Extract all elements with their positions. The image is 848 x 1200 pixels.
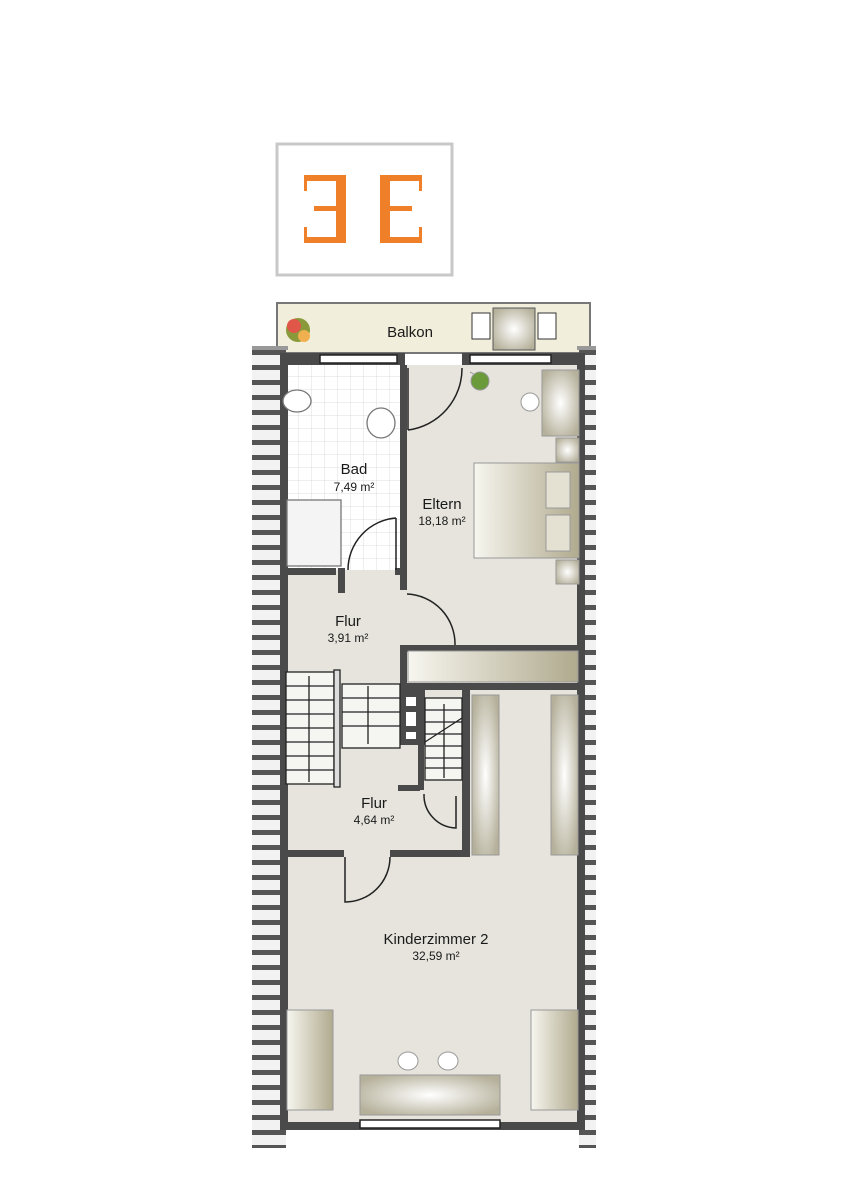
wardrobes bbox=[407, 650, 579, 856]
plant-icon bbox=[470, 371, 490, 391]
room-name-bad: Bad bbox=[341, 461, 368, 478]
doors bbox=[344, 367, 463, 903]
shower-icon bbox=[286, 499, 342, 567]
walls bbox=[280, 353, 585, 1130]
desk bbox=[541, 369, 580, 437]
bed-right bbox=[530, 1009, 579, 1111]
desk bbox=[359, 1074, 501, 1116]
desk-chair bbox=[520, 392, 540, 412]
room-name-flur-2: Flur bbox=[361, 795, 387, 812]
flower-plant-icon bbox=[286, 318, 310, 342]
window-bath bbox=[319, 354, 398, 364]
sink-icon bbox=[366, 407, 396, 439]
room-area-kinderzimmer: 32,59 m² bbox=[412, 949, 459, 963]
nightstand bbox=[555, 559, 580, 585]
windows bbox=[319, 354, 552, 1129]
room-name-eltern: Eltern bbox=[422, 496, 461, 513]
chimney-openings bbox=[406, 697, 416, 739]
kinderzimmer-furniture bbox=[286, 1009, 579, 1116]
eltern-furniture bbox=[469, 369, 580, 585]
room-name-kinderzimmer: Kinderzimmer 2 bbox=[383, 931, 488, 948]
room-area-flur-1: 3,91 m² bbox=[328, 631, 369, 645]
logo-frame bbox=[275, 142, 454, 277]
bathroom-fixtures bbox=[282, 389, 396, 567]
logo: E bbox=[275, 142, 454, 277]
chair bbox=[437, 1051, 459, 1071]
bed-left bbox=[286, 1009, 334, 1111]
room-area-eltern: 18,18 m² bbox=[418, 514, 465, 528]
window-kinderzimmer bbox=[359, 1119, 501, 1129]
toilet-icon bbox=[282, 389, 312, 413]
logo-letters bbox=[304, 175, 422, 243]
room-area-bad: 7,49 m² bbox=[334, 480, 375, 494]
room-name-balkon: Balkon bbox=[387, 324, 433, 341]
balcony-table-set bbox=[471, 307, 557, 351]
chair bbox=[397, 1051, 419, 1071]
window-eltern bbox=[469, 354, 552, 364]
room-area-flur-2: 4,64 m² bbox=[354, 813, 395, 827]
nightstand bbox=[555, 437, 580, 463]
staircase bbox=[285, 669, 463, 788]
room-name-flur-1: Flur bbox=[335, 613, 361, 630]
